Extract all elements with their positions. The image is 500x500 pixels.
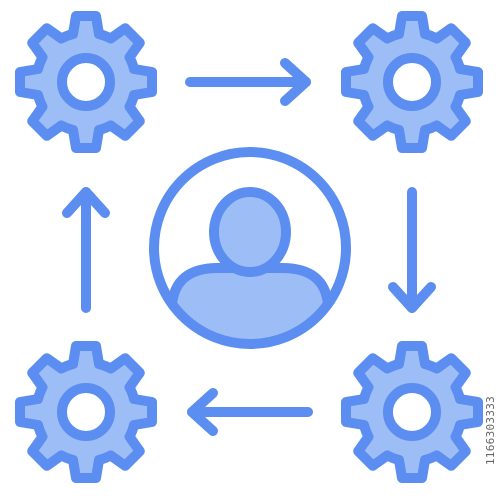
arrow-up-icon bbox=[62, 187, 110, 313]
gear-icon-top-left bbox=[20, 16, 152, 148]
arrow-right-icon bbox=[185, 58, 311, 106]
user-avatar-icon bbox=[149, 147, 351, 349]
stock-id-text: 1166303333 bbox=[484, 395, 498, 465]
arrow-left-icon bbox=[187, 388, 313, 436]
stock-id-watermark: 1166303333 bbox=[484, 370, 498, 490]
gear-icon-top-right bbox=[346, 16, 478, 148]
user-head-shape bbox=[209, 187, 291, 277]
gear-icon-bottom-left bbox=[20, 346, 152, 478]
arrow-down-icon bbox=[388, 187, 436, 313]
avatar-ring bbox=[149, 147, 351, 349]
gear-icon-bottom-right bbox=[346, 346, 478, 478]
